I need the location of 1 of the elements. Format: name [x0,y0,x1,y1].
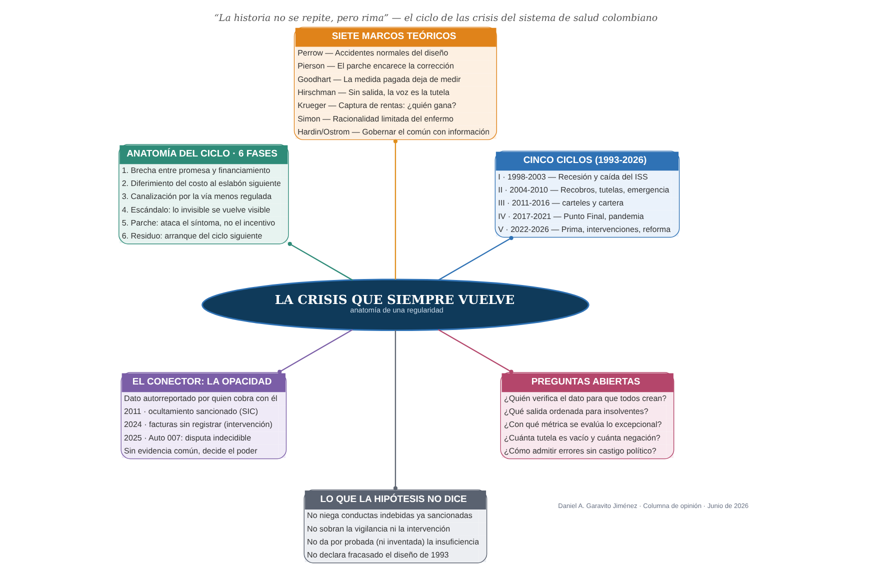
diagram-title: “La historia no se repite, pero rima” — el ciclo de las crisis del sistema de salud colombiano [214,12,658,24]
